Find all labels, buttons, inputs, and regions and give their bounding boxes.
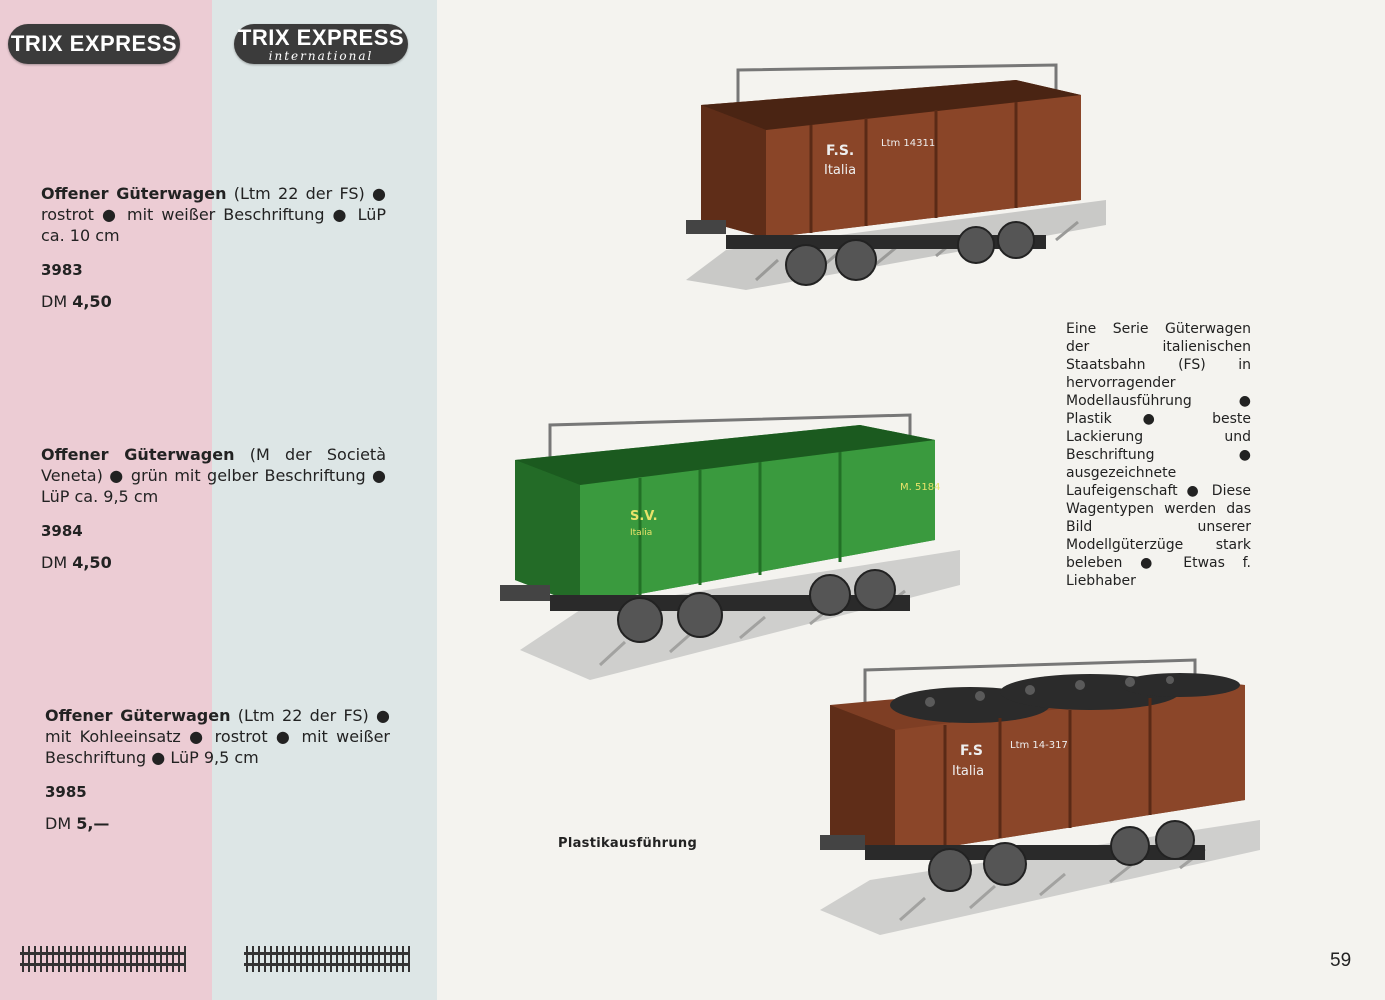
caption: Plastikausführung bbox=[558, 836, 698, 851]
price-currency: DM bbox=[41, 292, 73, 311]
wagon-marking: F.S. bbox=[826, 143, 854, 159]
wagon-image-brown: F.S. Italia Ltm 14311 bbox=[686, 63, 1106, 290]
pink-column bbox=[0, 0, 212, 1000]
logo-text-main: TRIX EXPRESS bbox=[237, 25, 405, 50]
wagon-marking: F.S bbox=[960, 743, 983, 759]
product-details: (M der Società Veneta) ● grün mit gelber… bbox=[41, 445, 386, 506]
price-value: 5,— bbox=[76, 814, 110, 833]
product-code: 3985 bbox=[45, 783, 87, 801]
logo-text-sub: international bbox=[268, 49, 374, 63]
product-price: DM 4,50 bbox=[41, 552, 386, 573]
product-description: Offener Güterwagen (M der Società Veneta… bbox=[41, 444, 386, 507]
wagon-marking: Ltm 14311 bbox=[881, 138, 935, 149]
wagon-marking: Italia bbox=[630, 528, 652, 538]
wagon-image-coal: F.S Italia Ltm 14-317 bbox=[820, 658, 1260, 935]
product-price: DM 4,50 bbox=[41, 291, 386, 312]
info-text: Eine Serie Güterwagen der italienischen … bbox=[1066, 321, 1251, 589]
product-3985: Offener Güterwagen (Ltm 22 der FS) ● mit… bbox=[45, 705, 390, 834]
product-name: Offener Güterwagen bbox=[41, 184, 227, 203]
price-value: 4,50 bbox=[72, 553, 112, 572]
price-value: 4,50 bbox=[72, 292, 112, 311]
product-3984: Offener Güterwagen (M der Società Veneta… bbox=[41, 444, 386, 573]
wagon-marking: M. 5184 bbox=[900, 482, 940, 493]
product-details: (Ltm 22 der FS) ● rostrot ● mit weißer B… bbox=[41, 184, 386, 245]
product-code: 3984 bbox=[41, 522, 83, 540]
wagon-image-green: S.V. Italia M. 5184 bbox=[500, 413, 960, 680]
product-details: (Ltm 22 der FS) ● mit Kohleeinsatz ● ros… bbox=[45, 706, 390, 767]
page-number: 59 bbox=[1330, 950, 1352, 971]
wagon-marking: Ltm 14-317 bbox=[1010, 740, 1068, 751]
product-description: Offener Güterwagen (Ltm 22 der FS) ● mit… bbox=[45, 705, 390, 768]
wagon-marking: Italia bbox=[952, 764, 984, 779]
product-price: DM 5,— bbox=[45, 813, 390, 834]
wagon-marking: Italia bbox=[824, 163, 856, 178]
product-code: 3983 bbox=[41, 261, 83, 279]
wagon-marking: S.V. bbox=[630, 509, 658, 524]
logo-text: TRIX EXPRESS bbox=[10, 31, 178, 56]
price-currency: DM bbox=[41, 553, 73, 572]
track-icon bbox=[20, 946, 186, 972]
trix-express-international-logo: TRIX EXPRESS international bbox=[234, 24, 408, 64]
product-name: Offener Güterwagen bbox=[45, 706, 231, 725]
product-3983: Offener Güterwagen (Ltm 22 der FS) ● ros… bbox=[41, 183, 386, 312]
blue-column bbox=[212, 0, 437, 1000]
trix-express-logo: TRIX EXPRESS bbox=[8, 24, 180, 64]
product-description: Offener Güterwagen (Ltm 22 der FS) ● ros… bbox=[41, 183, 386, 246]
track-icon bbox=[244, 946, 410, 972]
product-name: Offener Güterwagen bbox=[41, 445, 235, 464]
price-currency: DM bbox=[45, 814, 77, 833]
